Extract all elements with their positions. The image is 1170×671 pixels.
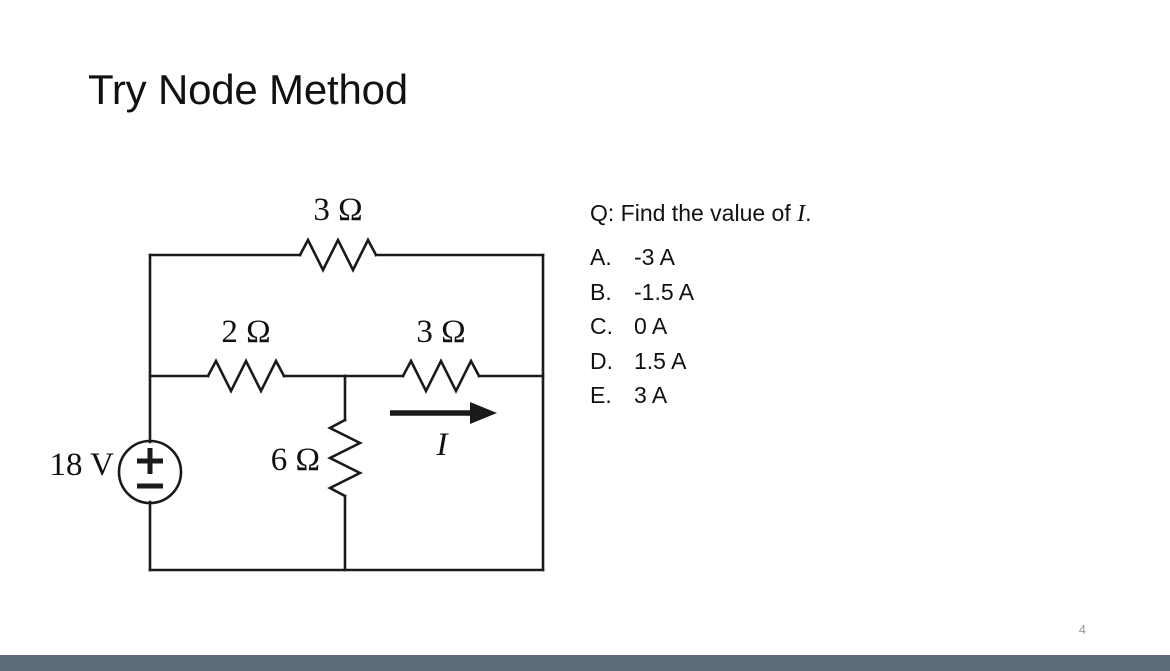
voltage-source-circle	[117, 439, 183, 505]
answer-value-d: 1.5 A	[634, 347, 687, 374]
resistor-right-3ohm-zigzag	[401, 358, 481, 394]
answer-option-e[interactable]: E. 3 A	[590, 378, 1020, 413]
question-prefix: Q: Find the value of	[590, 200, 791, 226]
resistor-2ohm-zigzag	[206, 358, 286, 394]
answer-value-a: -3 A	[634, 244, 675, 270]
answer-key-e: E.	[590, 382, 612, 408]
answer-value-e: 3 A	[634, 382, 668, 408]
answer-key-c: C.	[590, 313, 613, 339]
question-suffix: .	[805, 200, 812, 226]
answer-option-c[interactable]: C. 0 A	[590, 309, 1020, 344]
answer-value-c: 0 A	[634, 313, 668, 339]
page-title: Try Node Method	[88, 66, 408, 113]
answer-key-a: A.	[590, 244, 612, 270]
question-prompt: Q: Find the value of I.	[590, 196, 1020, 231]
question-variable: I	[797, 201, 806, 227]
source-polarity-marks	[137, 448, 163, 489]
circuit-diagram: 18 V 3 Ω 2 Ω 3 Ω 6 Ω I	[10, 170, 580, 600]
question-block: Q: Find the value of I. A. -3 A B. -1.5 …	[590, 196, 1020, 413]
answer-key-b: B.	[590, 278, 612, 305]
answer-option-d[interactable]: D. 1.5 A	[590, 344, 1020, 379]
source-voltage-label: 18 V	[50, 447, 115, 483]
current-label: I	[436, 427, 450, 463]
current-arrow-I	[390, 402, 497, 424]
answer-key-d: D.	[590, 347, 613, 374]
footer-bar	[0, 655, 1170, 671]
resistor-right-label: 3 Ω	[416, 314, 465, 350]
answer-option-b[interactable]: B. -1.5 A	[590, 275, 1020, 310]
page-number: 4	[1078, 622, 1086, 637]
answer-option-a[interactable]: A. -3 A	[590, 240, 1020, 275]
answer-options-list: A. -3 A B. -1.5 A C. 0 A D. 1.5 A E. 3 A	[590, 240, 1020, 413]
resistor-left-label: 2 Ω	[221, 314, 270, 350]
answer-value-b: -1.5 A	[634, 278, 695, 305]
circuit-svg: 18 V 3 Ω 2 Ω 3 Ω 6 Ω I	[50, 192, 545, 572]
current-arrow-head	[470, 402, 497, 424]
resistor-top-label: 3 Ω	[313, 192, 362, 228]
resistor-middle-label: 6 Ω	[271, 442, 320, 478]
resistor-6ohm-zigzag	[327, 418, 363, 498]
resistor-top-3ohm-zigzag	[298, 237, 378, 273]
